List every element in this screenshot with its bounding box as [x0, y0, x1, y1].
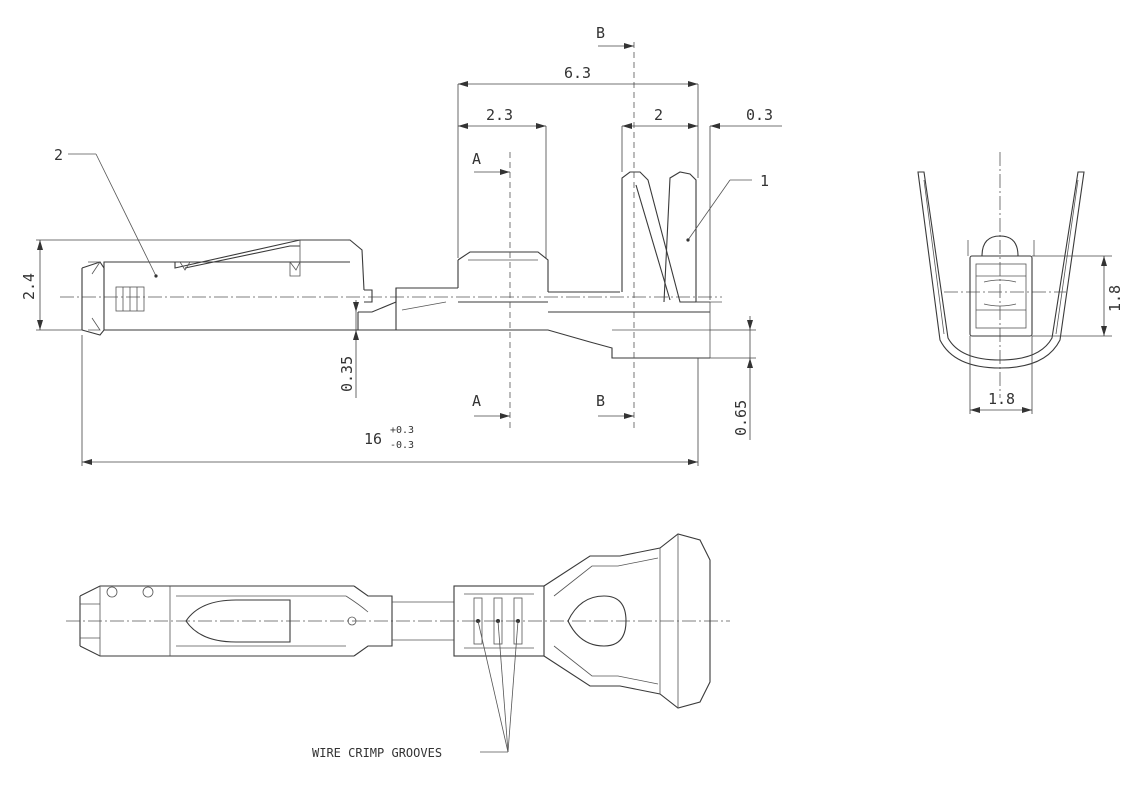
- dim-crimp-length: 6.3: [564, 64, 591, 82]
- dim-insulation-barrel: 2: [654, 106, 663, 124]
- dim-end-width: 1.8: [988, 390, 1015, 408]
- dim-height: 2.4: [20, 273, 38, 300]
- top-view: WIRE CRIMP GROOVES: [66, 533, 730, 760]
- balloon-2: 2: [54, 146, 63, 164]
- side-view: A A B B 6.3 2.3 2 0.3: [20, 24, 782, 466]
- dim-tol-plus: +0.3: [390, 425, 414, 436]
- dim-overall-length: 16: [364, 430, 382, 448]
- section-b-bottom-label: B: [596, 392, 605, 410]
- end-view: 1.8 1.8: [917, 152, 1124, 414]
- dim-drop: 0.65: [732, 400, 750, 436]
- dim-end-height: 1.8: [1106, 285, 1124, 312]
- section-b-top-label: B: [596, 24, 605, 42]
- dim-thickness: 0.35: [338, 356, 356, 392]
- section-a-bottom-label: A: [472, 392, 481, 410]
- dim-tol-minus: -0.3: [390, 440, 414, 451]
- dim-offset: 0.3: [746, 106, 773, 124]
- balloon-1: 1: [760, 172, 769, 190]
- section-a-top-label: A: [472, 150, 481, 168]
- note-wire-crimp-grooves: WIRE CRIMP GROOVES: [312, 746, 442, 760]
- dim-wire-barrel: 2.3: [486, 106, 513, 124]
